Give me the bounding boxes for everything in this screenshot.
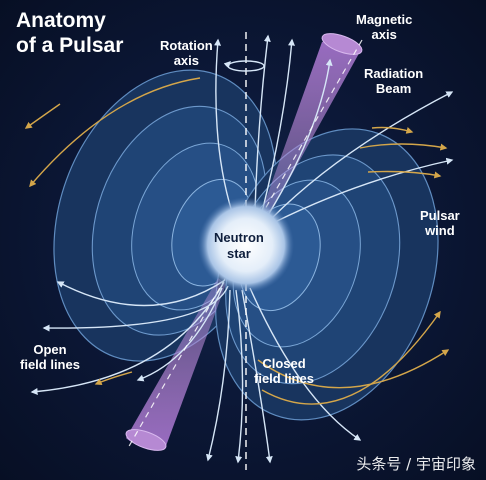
neutron-star xyxy=(198,197,294,293)
rotation-arrow-icon xyxy=(223,60,265,72)
radiation-beam-label-line-1: Radiation xyxy=(364,66,424,81)
radiation-beam-label-line-2: Beam xyxy=(375,81,412,96)
neutron-star-label-line-2: star xyxy=(226,246,251,261)
magnetic-axis-label: Magnetic axis xyxy=(356,12,412,42)
pulsar-wind-label-line-1: Pulsar xyxy=(420,208,460,223)
diagram-title: Anatomy of a Pulsar xyxy=(16,8,123,58)
open-field-lines-label-line-2: field lines xyxy=(20,357,80,372)
closed-field-lines-label: Closed field lines xyxy=(254,356,314,386)
magnetic-axis-label-line-2: axis xyxy=(371,27,397,42)
closed-field-lines-label-line-2: field lines xyxy=(254,371,314,386)
pulsar-wind-label-line-2: wind xyxy=(425,223,455,238)
title-line-2: of a Pulsar xyxy=(16,34,124,57)
pulsar-wind-label: Pulsar wind xyxy=(420,208,460,238)
closed-field-lines-label-line-1: Closed xyxy=(262,356,306,371)
watermark: 头条号 / 宇宙印象 xyxy=(356,455,476,473)
title-line-1: Anatomy xyxy=(16,9,106,32)
magnetic-axis-label-line-1: Magnetic xyxy=(356,12,413,27)
radiation-beam-label: Radiation Beam xyxy=(364,66,423,96)
rotation-axis-label: Rotation axis xyxy=(160,38,213,68)
pulsar-wind-lines xyxy=(24,77,450,405)
rotation-axis-label-line-2: axis xyxy=(173,53,200,68)
open-field-lines-label-line-1: Open xyxy=(33,342,67,357)
rotation-axis-label-line-1: Rotation xyxy=(160,38,213,53)
neutron-star-label: Neutron star xyxy=(214,230,264,262)
open-field-lines-label: Open field lines xyxy=(20,342,80,372)
neutron-star-label-line-1: Neutron xyxy=(214,230,264,245)
